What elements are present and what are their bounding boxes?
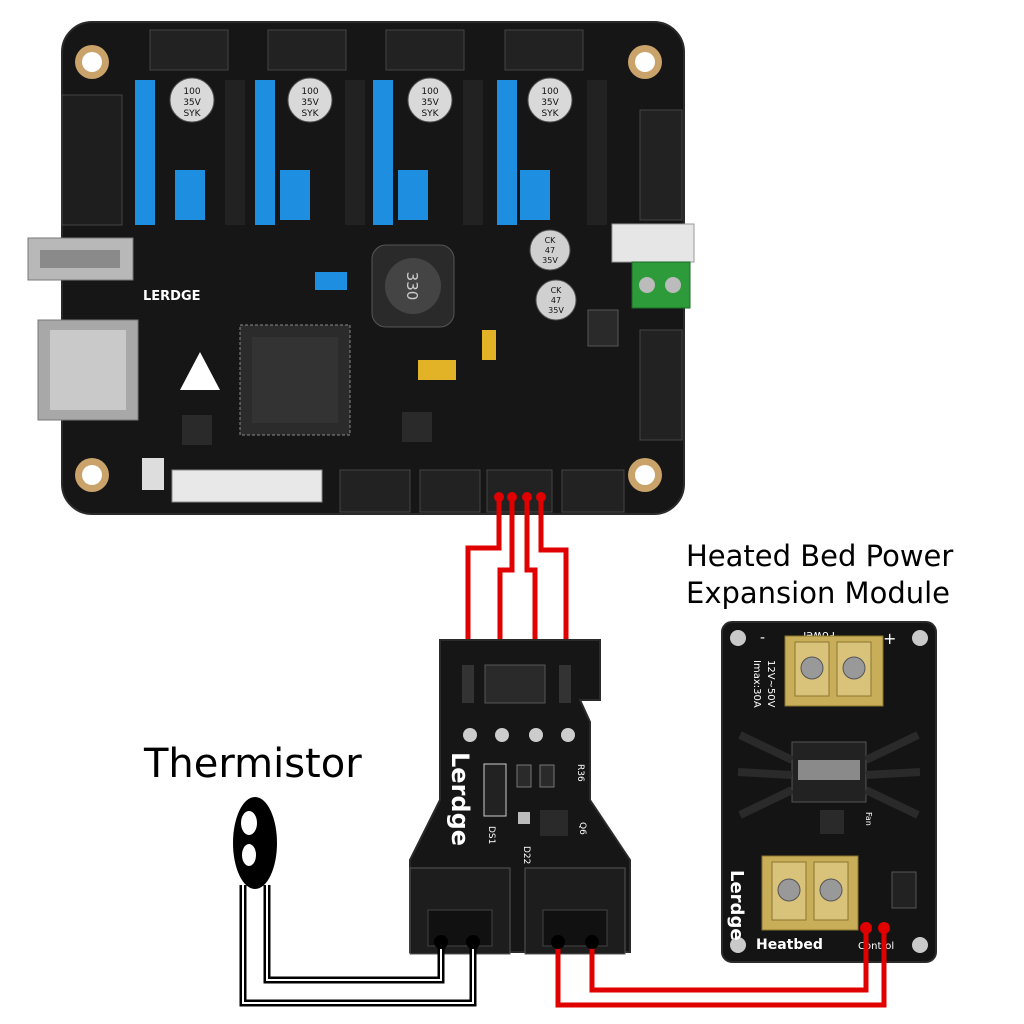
adapter-silk-q6: Q6 <box>577 822 587 835</box>
signal-wire-1 <box>465 497 502 660</box>
capacitor-label: SYK <box>421 109 439 119</box>
control-wire-1 <box>555 928 887 1008</box>
stepper-driver-3: 100 35V SYK <box>373 77 483 225</box>
signal-wire-4 <box>538 497 569 660</box>
usb-port <box>27 237 134 281</box>
mounting-hole <box>75 45 109 79</box>
cap-label: 35V <box>548 306 564 315</box>
mainboard: 100 35V SYK 100 35V SYK 100 35V SYK <box>27 21 695 515</box>
bed-heatbed-label: Heatbed <box>756 937 823 953</box>
ribbon-connector <box>171 469 323 503</box>
capacitor-label: 100 <box>301 87 318 97</box>
cap-label: CK <box>551 286 563 295</box>
heatsink <box>737 731 921 834</box>
cap-label: 47 <box>551 296 561 305</box>
heated-bed-title-line2: Expansion Module <box>686 576 950 610</box>
adapter-silk-d22: D22 <box>521 846 531 864</box>
bed-brand: Lerdge <box>726 870 747 941</box>
capacitor-label: 35V <box>183 98 201 108</box>
signal-wire-3 <box>524 497 538 660</box>
heated-bed-title-line1: Heated Bed Power <box>686 539 953 573</box>
bed-control-label: Control <box>858 941 894 952</box>
thermistor-wires <box>239 885 477 1007</box>
stepper-driver-2: 100 35V SYK <box>255 77 365 225</box>
heatbed-control-connector <box>524 867 626 955</box>
mounting-hole <box>628 458 662 492</box>
capacitor-label: SYK <box>541 109 559 119</box>
bed-current: Imax:30A <box>751 660 762 708</box>
bed-fan-label: Fan <box>864 812 873 826</box>
mcu-chip <box>239 324 351 436</box>
mounting-hole <box>75 458 109 492</box>
inductor-label: 330 <box>403 272 421 301</box>
esd-warning-icon <box>180 352 220 390</box>
mounting-hole <box>628 45 662 79</box>
mainboard-brand: LERDGE <box>143 289 201 304</box>
capacitor-label: 35V <box>301 98 319 108</box>
thermistor-label: Thermistor <box>143 741 362 787</box>
power-terminal <box>611 223 695 309</box>
cap-label: 47 <box>545 246 555 255</box>
bed-power-terminal <box>784 635 884 707</box>
inductor: 330 <box>371 244 455 328</box>
control-wire-2 <box>589 928 869 993</box>
capacitor-label: 35V <box>421 98 439 108</box>
cap-label: CK <box>545 236 557 245</box>
capacitor-ck: CK 47 35V <box>535 279 577 321</box>
stepper-driver-4: 100 35V SYK <box>497 77 607 225</box>
adapter-silk-r36: R36 <box>575 764 585 782</box>
signal-wire-2 <box>497 497 515 660</box>
capacitor-label: 100 <box>541 87 558 97</box>
cap-label: 35V <box>542 256 558 265</box>
heatbed-terminal <box>761 855 859 931</box>
sd-card-slot <box>37 319 139 421</box>
adapter-brand: Lerdge <box>446 752 474 846</box>
capacitor-ck: CK 47 35V <box>529 229 571 271</box>
signal-wires <box>465 497 569 660</box>
capacitor-label: 100 <box>183 87 200 97</box>
heatbed-module: - + Power 12V~50V Imax:30A <box>721 621 937 963</box>
bed-plus: + <box>883 629 896 648</box>
stepper-driver-1: 100 35V SYK <box>135 77 245 225</box>
capacitor-label: SYK <box>183 109 201 119</box>
adapter-board: Lerdge R36 DS1 D22 Q6 <box>409 639 631 955</box>
bed-voltage: 12V~50V <box>765 660 776 708</box>
thermistor-sensor <box>233 797 277 889</box>
control-wires <box>555 928 887 1008</box>
thermistor-connector <box>409 867 511 955</box>
capacitor-label: 35V <box>541 98 559 108</box>
bed-minus: - <box>760 630 765 646</box>
adapter-silk-ds1: DS1 <box>486 826 496 844</box>
capacitor-label: SYK <box>301 109 319 119</box>
capacitor-label: 100 <box>421 87 438 97</box>
